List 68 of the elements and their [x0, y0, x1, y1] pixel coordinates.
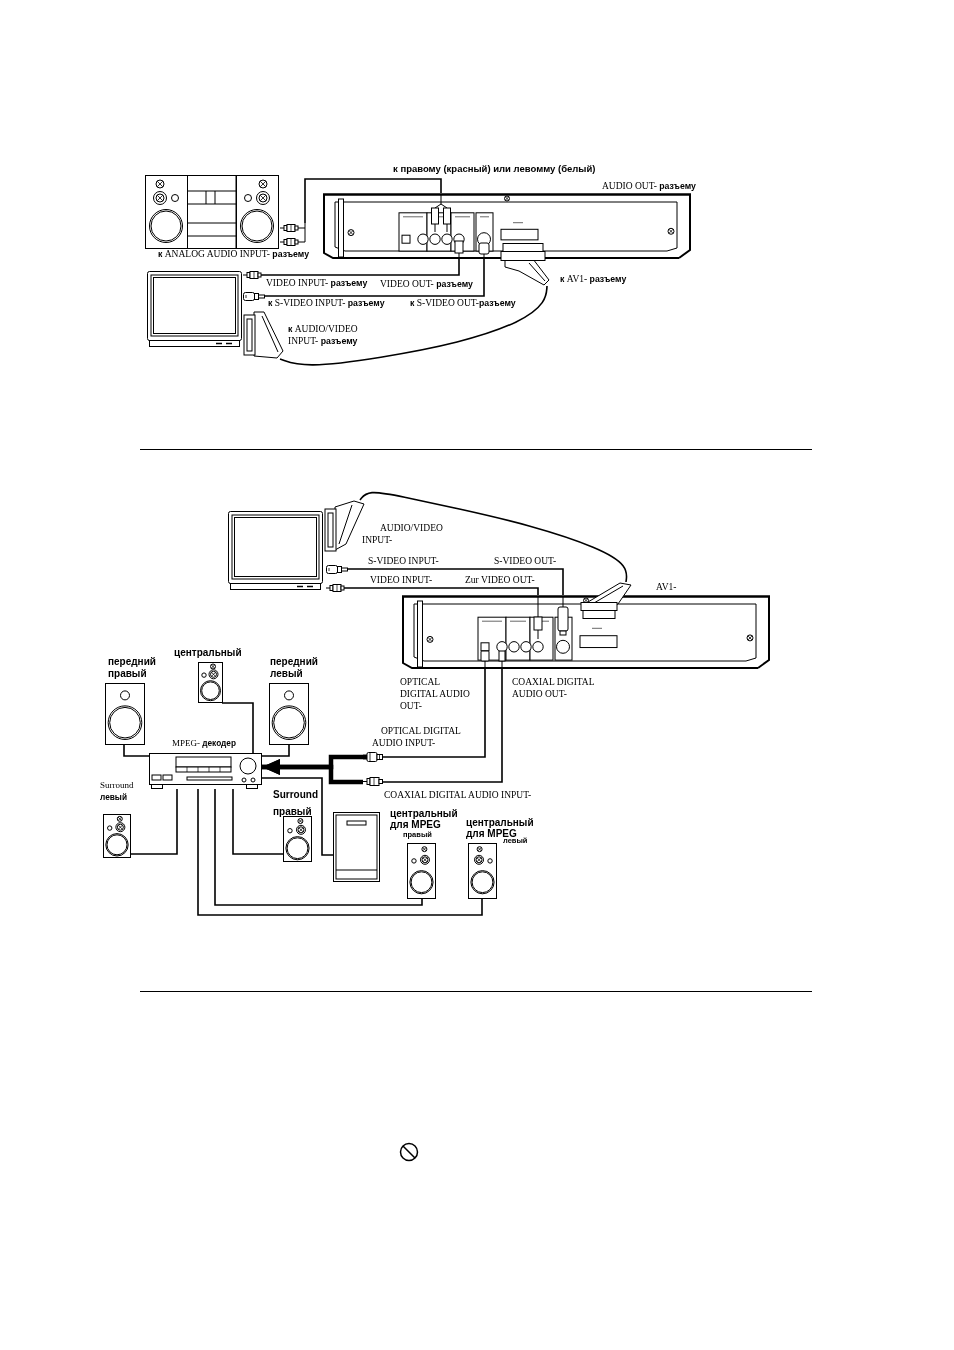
rca-plug-icon	[363, 777, 383, 786]
connector-label: к AV1- разъему	[560, 274, 627, 285]
cable-line	[382, 668, 503, 783]
cable-line	[260, 258, 460, 276]
speaker-drawing	[105, 683, 145, 745]
speaker-label: Surround левый	[100, 779, 135, 804]
speaker-drawing	[103, 814, 131, 858]
connector-label: VIDEO INPUT-	[370, 575, 433, 586]
speaker-drawing	[283, 816, 312, 862]
connector-label: S-VIDEO INPUT-	[368, 556, 439, 567]
dvd-player-rear-panel	[402, 595, 770, 669]
device-label: MPEG- декодер	[172, 738, 236, 749]
cable-line	[130, 788, 178, 855]
speaker-label: Surround правый	[273, 788, 319, 819]
cable-line	[359, 491, 628, 583]
connector-label: OPTICAL DIGITAL AUDIO OUT-	[400, 676, 471, 712]
cable-line	[343, 587, 539, 596]
subwoofer-drawing	[333, 812, 380, 882]
cable-line	[347, 568, 564, 596]
rca-plug-icon	[280, 223, 309, 247]
edge-label: к правому (красный) или левомму (белый)	[392, 164, 597, 175]
tv-set-drawing	[147, 271, 242, 347]
cable-line	[232, 788, 284, 855]
connector-label: к S-VIDEO OUT-разъему	[410, 298, 516, 309]
connector-label: S-VIDEO OUT-	[494, 556, 557, 567]
tv-set-drawing	[228, 511, 323, 590]
speaker-drawing	[198, 662, 223, 703]
cable-line	[214, 788, 423, 906]
signal-arrow	[262, 759, 363, 785]
speaker-label: центральный	[174, 647, 242, 659]
speaker-label: передний левый	[270, 656, 319, 680]
dvd-player-rear-panel	[323, 193, 691, 259]
cable-line	[261, 744, 290, 757]
connector-label: OPTICAL DIGITAL AUDIO INPUT-	[372, 725, 462, 749]
speaker-drawing	[269, 683, 309, 745]
speaker-drawing	[468, 843, 497, 899]
s-video-plug-icon	[243, 292, 265, 301]
s-video-plug-icon	[326, 565, 348, 574]
speaker-label: передний правый	[108, 656, 157, 680]
cable-line	[123, 744, 150, 757]
stereo-system-drawing	[145, 175, 279, 249]
cable-line	[197, 788, 483, 916]
connector-label: VIDEO INPUT- разъему	[266, 278, 368, 289]
receiver-drawing	[149, 753, 262, 789]
connector-label: к AUDIO/VIDEO INPUT- разъему	[288, 323, 359, 347]
scart-plug-icon	[243, 311, 284, 359]
optical-plug-icon	[363, 752, 383, 762]
connector-label: к S-VIDEO INPUT- разъему	[268, 298, 385, 309]
rca-plug-icon	[243, 271, 261, 279]
rca-plug-icon	[326, 584, 344, 592]
cable-line	[261, 777, 334, 856]
cable-line	[304, 178, 442, 224]
cable-line	[221, 702, 254, 754]
connector-label: Zur VIDEO OUT-	[465, 575, 535, 586]
cable-line	[382, 668, 486, 758]
cable-line	[279, 285, 548, 366]
connector-label: VIDEO OUT- разъему	[380, 279, 473, 290]
scart-plug-icon	[580, 582, 632, 619]
connector-label: COAXIAL DIGITAL AUDIO OUT-	[512, 676, 596, 700]
connector-label: AUDIO/VIDEO INPUT-	[362, 522, 444, 546]
scart-plug-icon	[499, 243, 550, 286]
connector-label: AV1-	[656, 582, 677, 593]
speaker-label: центральный для MPEG	[390, 808, 459, 830]
connector-label: к ANALOG AUDIO INPUT- разъему	[158, 249, 310, 260]
connector-label: AUDIO OUT- разъему	[602, 181, 696, 192]
connector-label: COAXIAL DIGITAL AUDIO INPUT-	[384, 790, 532, 801]
cable-line	[264, 258, 485, 297]
speaker-drawing	[407, 843, 436, 899]
